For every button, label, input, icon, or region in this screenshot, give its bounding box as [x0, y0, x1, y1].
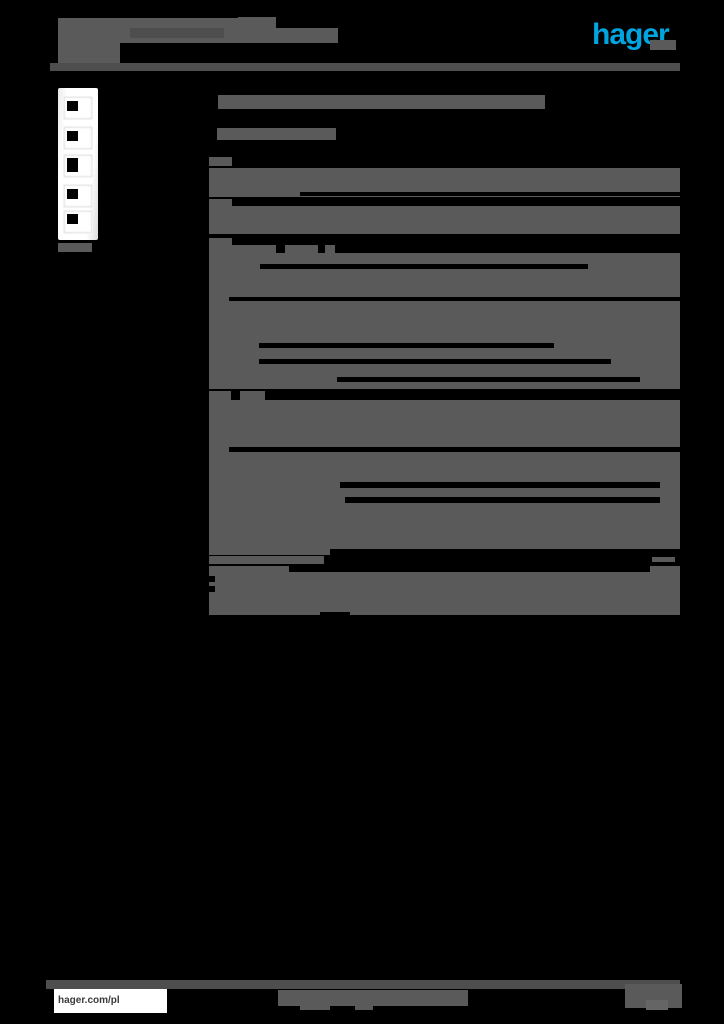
table-row-label — [652, 557, 675, 562]
table-row — [209, 253, 680, 297]
page-title-line-1 — [58, 18, 273, 31]
table-row — [209, 452, 680, 555]
page-title-accent-a — [130, 28, 224, 38]
table-row — [209, 206, 680, 236]
table-row-label — [325, 245, 335, 253]
table-row — [209, 199, 232, 208]
product-photo — [58, 88, 98, 240]
table-row — [209, 352, 229, 357]
table-row-gap — [337, 377, 640, 382]
table-row — [209, 264, 229, 269]
section-title — [218, 95, 545, 109]
table-row — [209, 497, 229, 503]
table-row-gap — [345, 497, 660, 503]
table-row — [209, 447, 229, 452]
table-row-gap — [340, 482, 660, 488]
section-subtitle — [217, 128, 336, 140]
table-row-gap — [300, 192, 680, 196]
table-row-gap — [259, 343, 554, 348]
table-row — [209, 359, 229, 364]
page-title-line-3 — [58, 41, 120, 63]
table-row-gap — [209, 586, 215, 592]
footer-page-number — [646, 1000, 668, 1010]
footer-divider — [46, 980, 680, 989]
table-row-gap — [259, 359, 611, 364]
hager-logo-underblock — [650, 40, 676, 50]
product-image-caption — [58, 243, 92, 252]
footer-center-text-extra-b — [355, 1002, 373, 1010]
table-row — [209, 370, 229, 375]
table-row — [209, 238, 232, 246]
table-row-gap — [320, 612, 350, 615]
footer-url-label[interactable]: hager.com/pl — [58, 995, 120, 1006]
table-row-label — [209, 556, 324, 564]
table-row-label — [209, 245, 276, 253]
table-row — [209, 482, 229, 488]
table-row — [650, 566, 680, 577]
table-row-label — [240, 391, 265, 400]
page-title-accent-b — [238, 17, 276, 29]
table-row — [209, 572, 680, 615]
table-row-label — [285, 245, 318, 253]
table-row-gap — [209, 576, 215, 582]
table-row — [209, 400, 680, 447]
table-row — [209, 157, 232, 166]
header-divider — [50, 63, 680, 71]
table-row — [209, 297, 229, 302]
table-row — [209, 343, 229, 348]
table-row-gap — [260, 264, 588, 269]
table-row-gap — [265, 447, 680, 452]
table-row-label — [209, 391, 231, 400]
table-row-gap — [264, 297, 680, 302]
table-row-gap — [330, 549, 680, 555]
footer-center-text-extra-a — [300, 1002, 330, 1010]
table-row-gap — [209, 234, 680, 238]
table-row — [209, 377, 229, 382]
table-row — [209, 566, 289, 577]
footer-url-box[interactable]: hager.com/pl — [54, 989, 167, 1013]
